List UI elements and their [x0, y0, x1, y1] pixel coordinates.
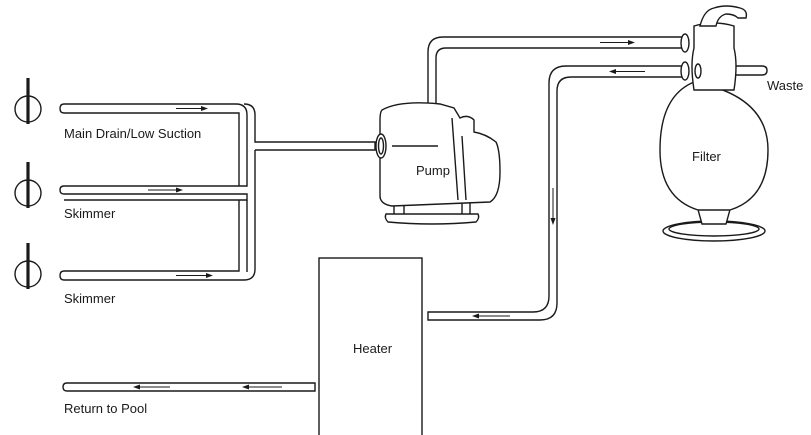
main-drain-icon	[14, 78, 42, 124]
flow-arrow	[472, 313, 510, 319]
flow-arrow	[176, 273, 213, 278]
pump-motor-line	[392, 117, 467, 201]
filter-tank	[659, 81, 769, 211]
pump-body	[379, 102, 501, 207]
pump-base	[384, 213, 480, 225]
flow-arrow	[550, 188, 556, 225]
flow-arrow	[600, 40, 635, 45]
return-pipe	[62, 382, 316, 392]
filter-label: Filter	[692, 149, 721, 164]
pump-legs	[393, 200, 471, 214]
skimmer-icon	[14, 243, 42, 289]
flow-arrow	[133, 384, 170, 390]
flow-arrow	[242, 384, 282, 390]
main-drain-label: Main Drain/Low Suction	[64, 126, 202, 141]
flow-arrow	[176, 106, 208, 111]
skimmer-1-pipe	[59, 150, 256, 281]
pump-label: Pump	[416, 163, 450, 178]
main-drain-pipe	[59, 103, 248, 201]
flow-arrow	[609, 69, 645, 74]
return-label: Return to Pool	[64, 401, 148, 416]
heater	[318, 257, 423, 435]
skimmer-icon	[14, 162, 42, 208]
skimmer-label: Skimmer	[64, 206, 116, 221]
suction-pipes	[59, 103, 376, 281]
filter-to-heater-pipe	[427, 65, 682, 321]
valve-handle	[699, 5, 748, 27]
waste-label: Waste	[767, 78, 804, 93]
waste-pipe	[702, 65, 768, 76]
pump	[375, 102, 501, 225]
pump-inlet-pipe	[243, 103, 376, 151]
heater-label: Heater	[353, 341, 393, 356]
flow-arrows	[133, 40, 645, 390]
flow-arrow	[148, 187, 183, 193]
skimmer-label: Skimmer	[64, 291, 116, 306]
filter	[659, 5, 769, 242]
multiport-valve	[691, 22, 737, 91]
